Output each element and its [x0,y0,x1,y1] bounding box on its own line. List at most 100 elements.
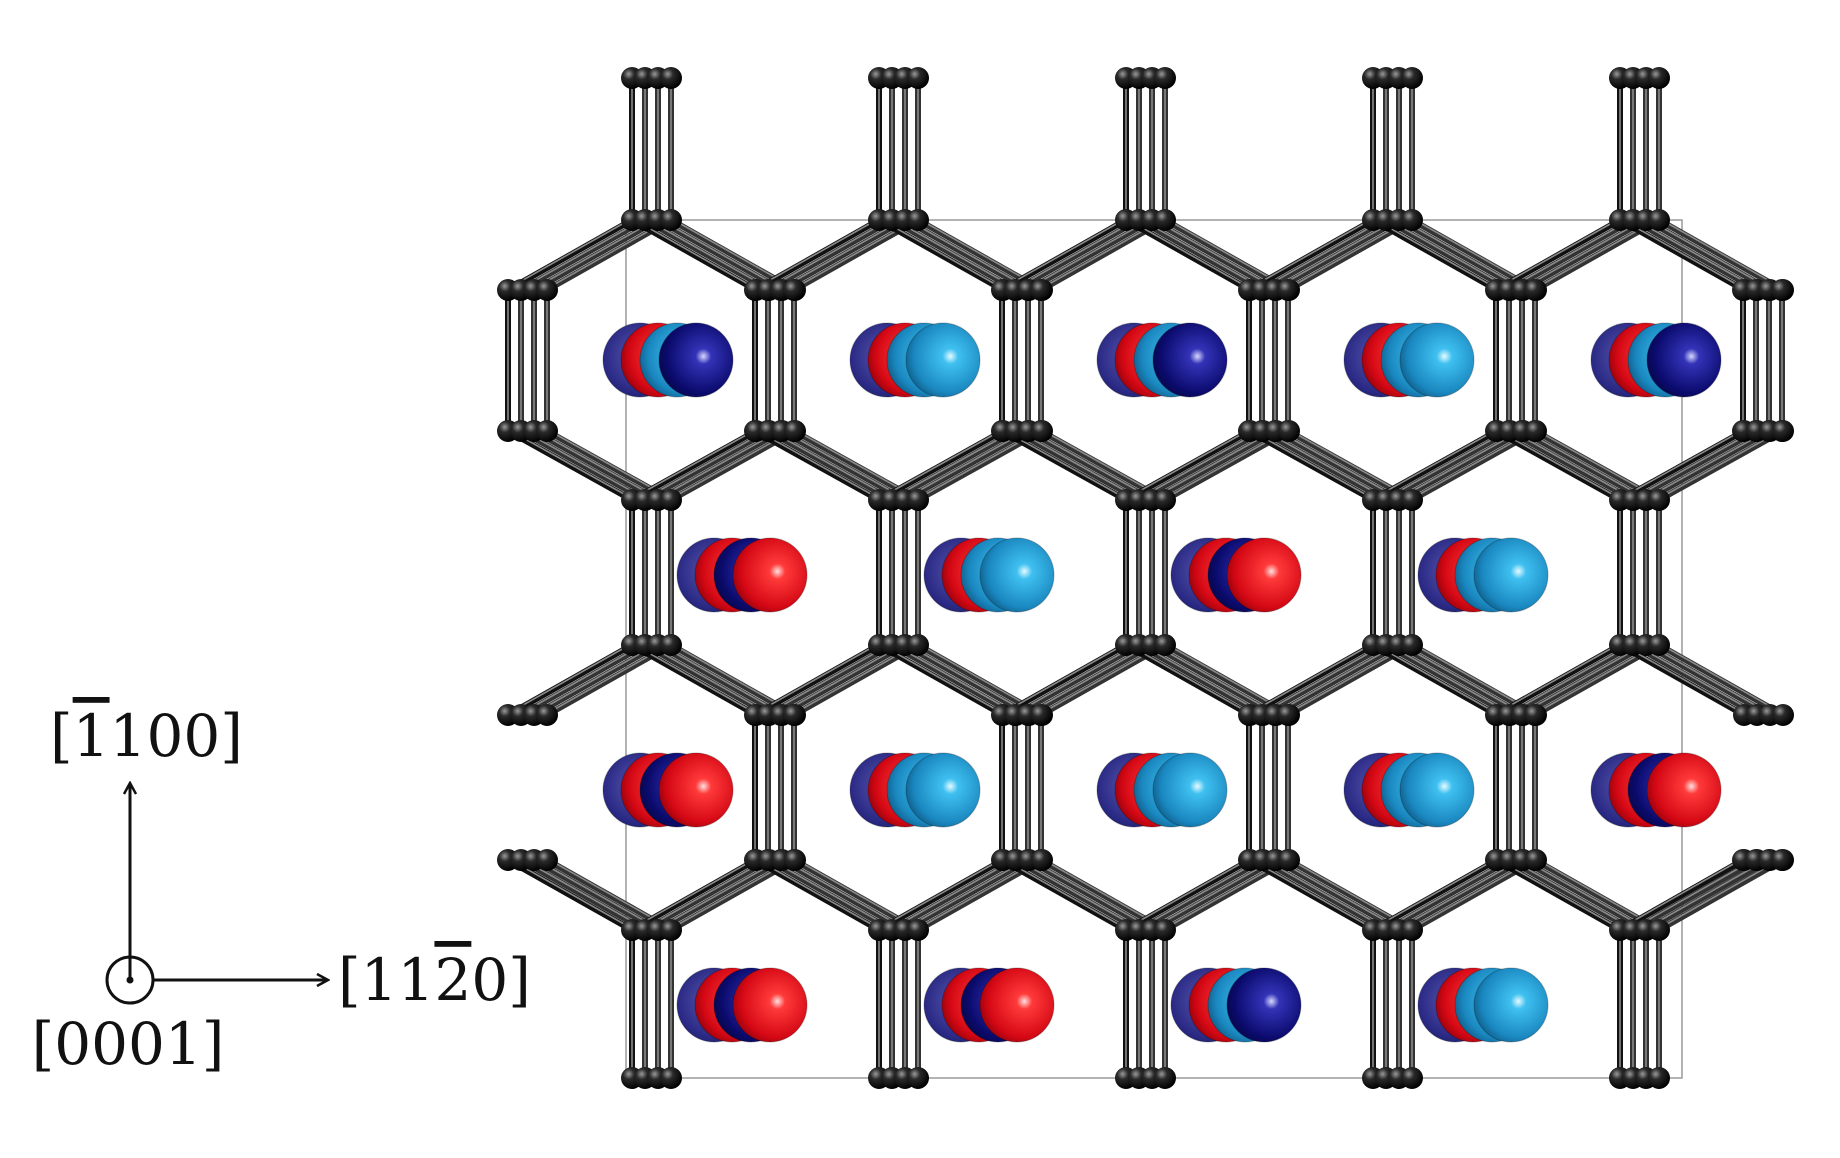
guest-atom-stack [849,322,981,398]
framework-bond-highlight [780,857,906,930]
framework-bond-highlight [1385,642,1511,715]
out-of-plane-dot-icon [126,976,134,984]
framework-bond [999,217,1129,293]
framework-atom [1401,67,1423,89]
framework-atom [1278,849,1300,871]
framework-bond [752,428,882,503]
framework-bond [642,217,772,293]
framework-atom [1030,279,1052,301]
framework-bond [1246,428,1376,503]
framework-atom [1772,704,1794,726]
framework-bond-highlight [1495,428,1621,500]
framework-bond-highlight [1248,217,1374,290]
framework-bond-highlight [767,642,893,715]
framework-bond [1123,642,1253,718]
framework-bond [1025,217,1155,293]
framework-atom [660,489,682,511]
framework-bond [1506,217,1636,293]
framework-atom [1771,849,1793,871]
framework-bond-highlight [1658,217,1784,290]
framework-atom [1154,67,1176,89]
framework-bond-highlight [1248,642,1374,715]
framework-bond-highlight [754,642,880,715]
framework-bond [889,217,1019,293]
framework-bond-highlight [507,428,633,500]
guest-atom-stack [676,537,808,613]
framework-bond [505,217,635,293]
guest-atom [905,322,981,398]
framework-bond [778,217,908,293]
framework-bond [1519,428,1649,503]
framework-bond-highlight [533,428,659,500]
framework-bond [1656,857,1785,933]
framework-bond [518,642,648,718]
framework-bond [655,217,785,293]
framework-bond [1383,857,1513,933]
guest-atom-stack [923,537,1055,613]
framework-bond [1272,217,1402,293]
guest-atom [1226,537,1302,613]
framework-atom [1524,279,1546,301]
framework-atom [1154,489,1176,511]
framework-bond-highlight [520,857,646,930]
framework-bond [1136,217,1266,293]
guest-atom-stack [1417,967,1549,1043]
framework-bond-highlight [767,428,893,500]
framework-bond-highlight [1261,857,1387,930]
framework-bond-highlight [1521,857,1647,930]
orientation-axes: [1100] [1120] [0001] [32,702,531,1078]
framework-bond [1383,428,1513,503]
framework-bond [518,217,648,293]
framework-bond [778,428,908,503]
framework-bonds [505,75,1786,1081]
guest-atom-stack [923,967,1055,1043]
framework-bond-highlight [1248,857,1374,930]
framework-bond-highlight [657,642,783,715]
framework-bond-highlight [780,642,906,715]
framework-bond-highlight [631,857,757,930]
framework-bond [1396,857,1526,933]
framework-bond [629,428,759,503]
framework-bond [1272,642,1402,718]
framework-bond [1656,217,1786,293]
framework-atom [1031,849,1053,871]
framework-bond-highlight [1658,857,1783,930]
guest-atom [1473,537,1549,613]
framework-bond-highlight [1619,642,1745,715]
framework-bond [1630,857,1759,933]
framework-atom [1154,634,1176,656]
framework-bond [999,857,1129,933]
framework-bond [1012,642,1142,718]
framework-bond [531,217,661,293]
framework-bond-highlight [891,857,1017,930]
guest-atom-stack [1343,322,1475,398]
guest-atom [1152,752,1228,828]
framework-bond [1656,428,1786,503]
framework-bond [1370,428,1500,503]
framework-bond [1259,857,1389,933]
framework-bond-highlight [520,642,646,715]
framework-bond-highlight [657,428,783,500]
vertical-axis-barred-digit: 1 [73,702,110,770]
framework-bond-highlight [1125,857,1251,930]
framework-bond [1123,428,1253,503]
framework-bond [1617,857,1746,933]
framework-atom [536,849,558,871]
framework-bond [1396,428,1526,503]
framework-bond [1370,857,1500,933]
framework-bond-highlight [780,217,906,290]
framework-bond-highlight [507,642,633,715]
framework-bond-highlight [1261,642,1387,715]
guest-atom [1646,322,1722,398]
framework-bond-highlight [520,217,646,290]
framework-bond-highlight [1261,428,1387,500]
framework-bond [1246,642,1376,718]
framework-bond-highlight [904,857,1030,930]
framework-atom [1401,209,1423,231]
framework-bond-highlight [1248,428,1374,500]
framework-bond [505,642,635,718]
framework-bond-highlight [1027,857,1153,930]
framework-bond-highlight [1658,428,1784,500]
horizontal-axis-label: [1120] [338,946,531,1014]
framework-bond-highlight [878,428,1004,500]
